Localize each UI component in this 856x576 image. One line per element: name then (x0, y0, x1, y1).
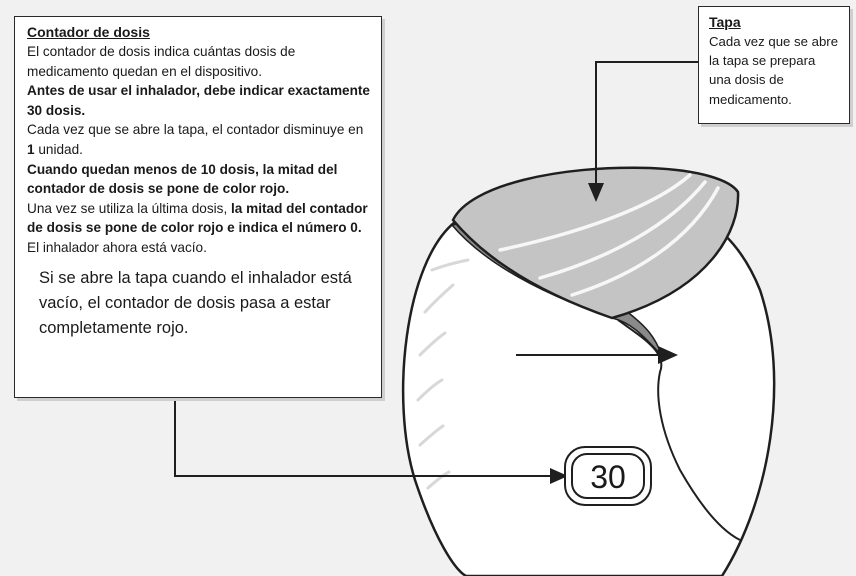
cap-description: Cada vez que se abre la tapa se prepara … (709, 34, 839, 107)
bold-text-run: 1 (27, 141, 35, 157)
text-run: unidad. (34, 141, 83, 157)
dose-counter-value: 30 (590, 459, 626, 495)
bold-text-run: Antes de usar el inhalador, debe indicar… (27, 83, 370, 118)
opening-arrowhead (658, 346, 678, 364)
body-grip-highlight (426, 470, 451, 490)
counter-pointer-line (174, 398, 552, 477)
dose-counter-title: Contador de dosis (27, 24, 150, 40)
dose-counter-description: El contador de dosis indica cuántas dosi… (27, 42, 371, 258)
dose-counter-inner (571, 453, 645, 499)
body-grip-highlight (418, 331, 447, 357)
dose-counter-paragraph: Cuando quedan menos de 10 dosis, la mita… (27, 160, 371, 199)
cap-pointer-arrowhead (588, 183, 604, 202)
dose-counter-paragraph: El contador de dosis indica cuántas dosi… (27, 42, 371, 81)
dose-counter-callout: Contador de dosis El contador de dosis i… (14, 16, 382, 398)
cap-callout: Tapa Cada vez que se abre la tapa se pre… (698, 6, 850, 124)
text-run: El inhalador ahora está vacío. (27, 239, 207, 255)
cap (451, 166, 740, 320)
empty-inhaler-note: Si se abre la tapa cuando el inhalador e… (39, 268, 352, 337)
counter-pointer-arrowhead (550, 468, 568, 484)
body-grip-highlight (430, 258, 470, 272)
bold-text-run: Cuando quedan menos de 10 dosis, la mita… (27, 161, 338, 197)
body-grip-highlight (418, 424, 445, 447)
dose-counter-paragraph: Una vez se utiliza la última dosis, la m… (27, 199, 371, 258)
bold-text-run: la mitad del contador de dosis se pone d… (27, 200, 368, 236)
cap-highlight (538, 180, 707, 280)
text-run: El contador de dosis indica cuántas dosi… (27, 44, 296, 79)
cap-pointer-line (595, 61, 698, 185)
text-run: Una vez se utiliza la última dosis, (27, 200, 231, 216)
cap-highlight (570, 186, 720, 297)
cap-title: Tapa (709, 14, 741, 30)
body-grip-highlight (416, 378, 444, 402)
text-run: Cada vez que se abre la tapa, el contado… (27, 122, 364, 138)
dose-counter-paragraph: Cada vez que se abre la tapa, el contado… (27, 120, 371, 159)
cap-highlight (498, 173, 692, 252)
body-grip-highlight (423, 283, 455, 314)
dose-counter-paragraph: Antes de usar el inhalador, debe indicar… (27, 81, 371, 120)
